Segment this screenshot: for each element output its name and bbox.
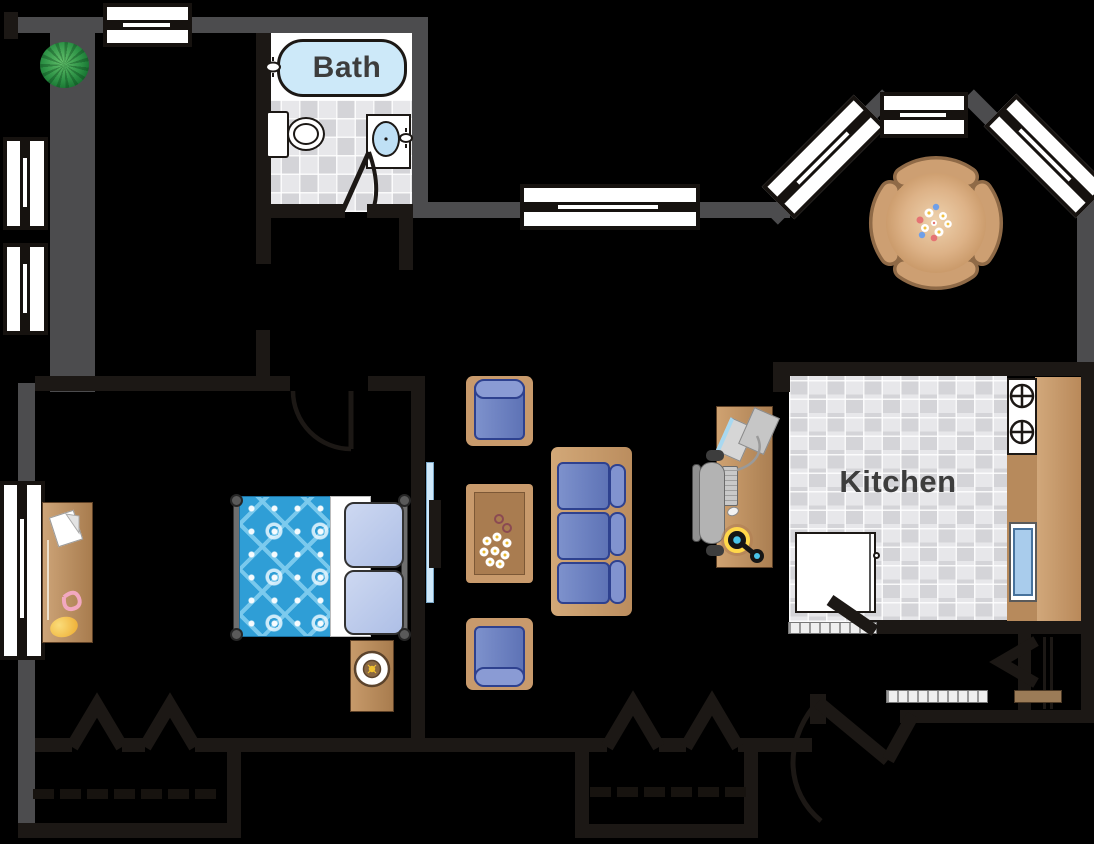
paper-fold (64, 513, 80, 535)
bath-label: Bath (312, 51, 382, 84)
dining-set (869, 156, 1003, 290)
bed-post (230, 494, 243, 507)
coffee-table-flowers (479, 514, 512, 569)
sofa-seat (557, 462, 610, 510)
armchair-backrest (474, 379, 525, 399)
wall-segment (18, 823, 241, 838)
kitchen-label: Kitchen (839, 464, 957, 499)
window (880, 92, 968, 138)
refrigerator-door-line (869, 534, 871, 611)
wall-segment (900, 710, 1094, 723)
pillow (344, 570, 404, 635)
office-chair-armrest (706, 450, 724, 461)
wall-segment (411, 376, 425, 752)
headphones (721, 435, 764, 563)
wall-end-cap (4, 12, 18, 39)
sofa-back (609, 560, 626, 604)
wall-segment (35, 738, 72, 752)
lamp (353, 650, 391, 688)
pillow (344, 502, 404, 568)
wall-segment (744, 752, 758, 838)
wall-segment (575, 752, 589, 838)
bathtub (277, 39, 407, 97)
office-chair-seat (699, 462, 725, 544)
flower-centerpiece (916, 203, 952, 242)
refrigerator-handle (873, 552, 880, 559)
kitchen-sink-basin (1013, 528, 1033, 596)
dining-chairs (869, 156, 1003, 290)
stove-burners (1009, 383, 1035, 445)
wall-segment (399, 218, 413, 270)
toilet-bowl-inner (293, 123, 319, 145)
sofa-seat (557, 512, 610, 560)
door-track-line (1043, 637, 1046, 709)
threshold (1014, 690, 1062, 703)
bed-post (398, 494, 411, 507)
wall-segment (1081, 368, 1094, 723)
window (103, 3, 192, 47)
wall-segment (1077, 195, 1094, 370)
plant (40, 42, 89, 88)
window (520, 184, 700, 230)
pink-squiggle (61, 590, 82, 612)
bed-comforter (239, 496, 331, 637)
tv-bracket (429, 500, 441, 568)
wall-segment (870, 620, 1094, 634)
office-chair-armrest (706, 545, 724, 556)
armchair-backrest (474, 667, 525, 687)
wall-segment (256, 204, 345, 218)
wall-segment (195, 738, 607, 752)
door-track-line (1050, 637, 1053, 709)
window (3, 243, 48, 335)
wall-segment (412, 17, 428, 218)
wall-segment (256, 218, 271, 264)
wall-segment (122, 738, 145, 752)
wall-diagonal (826, 595, 879, 636)
wall-segment (256, 33, 271, 218)
dresser-highlight (47, 540, 49, 620)
wall-segment (35, 376, 290, 391)
sofa-back (609, 512, 626, 556)
step-strip (886, 690, 988, 703)
wall-segment (773, 362, 1094, 376)
bedroom-door (290, 390, 354, 452)
bath-door (340, 150, 379, 212)
wall-segment (367, 204, 413, 218)
window (3, 137, 48, 230)
wall-segment (575, 824, 758, 838)
bifold-doors (66, 636, 1039, 751)
wall-segment (256, 330, 270, 376)
kitchen-counter (1035, 377, 1081, 621)
bed-post (398, 628, 411, 641)
entry-door (790, 696, 919, 823)
faucet-icons (265, 57, 413, 148)
wall-segment (428, 202, 523, 218)
bed-post (230, 628, 243, 641)
closet-rod (33, 789, 218, 799)
wall-segment (368, 376, 425, 391)
wall-segment (227, 752, 241, 838)
sofa-back (609, 464, 626, 508)
wall-segment (659, 738, 686, 752)
closet-rod (590, 787, 748, 797)
